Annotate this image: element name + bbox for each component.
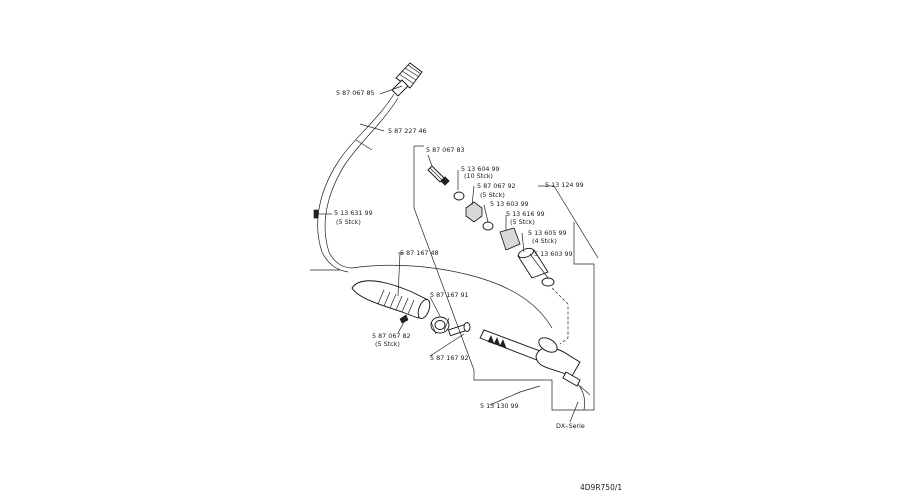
label-handle: 5 87 167 48 [400, 249, 439, 257]
label-set-ring: 5 13 603 99 [490, 200, 529, 208]
label-set-washer: 5 13 604 99 [461, 165, 500, 173]
nut-part [430, 316, 450, 335]
label-set-sleeve: 5 13 616 99 [506, 210, 545, 218]
label-stud: 5 87 167 92 [430, 354, 469, 362]
label-cable-tie: 5 13 631 99 [334, 209, 373, 217]
leader-lines [318, 85, 579, 423]
label-cable-plug: 5 87 067 85 [336, 89, 375, 97]
label-set-kit: 5 13 124 99 [545, 181, 584, 189]
label-screw-small: 5 87 067 82 [372, 332, 411, 340]
kit-sleeve-icon [499, 227, 521, 251]
drawing-reference: 4D9R750/1 [580, 483, 622, 492]
cable-wire-inner [324, 97, 399, 269]
tool-body-part [479, 329, 591, 411]
label-cable-tie-qty: (5 Stck) [336, 218, 361, 226]
kit-nozzle-icon [517, 247, 549, 279]
kit-parts [427, 165, 569, 345]
part-labels: 5 87 067 85 5 87 227 46 5 13 631 99 (5 S… [334, 89, 585, 430]
label-set-nozzle-qty: (4 Stck) [532, 237, 557, 245]
small-screw-icon [399, 314, 409, 324]
label-set-nozzle: 5 13 605 99 [528, 229, 567, 237]
kit-ring-icon [482, 221, 494, 231]
label-set-nut: 5 87 067 92 [477, 182, 516, 190]
kit-washer-icon [453, 191, 465, 201]
stud-part [447, 322, 471, 337]
bracket-lines [413, 145, 599, 411]
label-screw-small-qty: (5 Stck) [375, 340, 400, 348]
kit-ring2-icon [541, 277, 555, 287]
label-set-top: 5 87 067 83 [426, 146, 465, 154]
label-set-nut-qty: (5 Stck) [480, 191, 505, 199]
label-series: DX–Serie [556, 422, 585, 430]
handle-part [351, 280, 431, 320]
label-tool-assembly: 5 13 130 99 [480, 402, 519, 410]
label-set-sleeve-qty: (5 Stck) [510, 218, 535, 226]
kit-screw-icon [427, 165, 450, 186]
cable-tie-icon [313, 209, 319, 219]
label-nut: 5 87 167 91 [430, 291, 469, 299]
cable-assembly [310, 62, 553, 329]
label-set-washer-qty: (10 Stck) [464, 172, 493, 180]
kit-nut-icon [465, 201, 483, 223]
cable-plug-icon [391, 62, 423, 97]
label-cable: 5 87 227 46 [388, 127, 427, 135]
label-set-ring2: 5 13 603 99 [534, 250, 573, 258]
cable-wire-outer [317, 93, 395, 273]
